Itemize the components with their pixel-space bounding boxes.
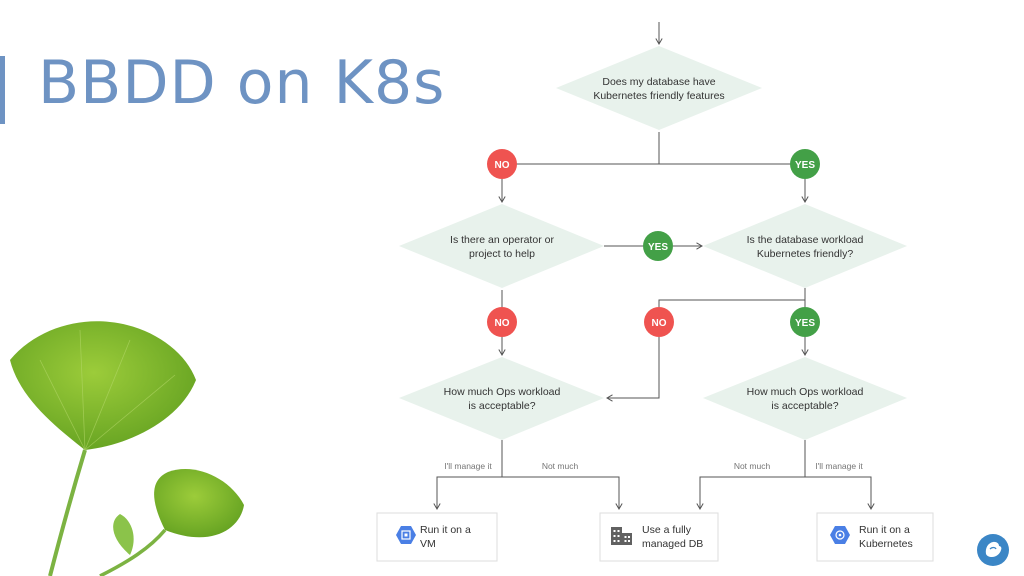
decision-q4-line2: is acceptable?	[468, 400, 535, 412]
decision-q2-line2: project to help	[469, 248, 535, 260]
answer-yes-3-label: YES	[795, 318, 815, 329]
building-icon	[611, 527, 632, 545]
compute-engine-icon	[396, 526, 416, 544]
edge-q5-branch-right	[805, 476, 875, 510]
decision-q2: Is there an operator or project to help	[399, 204, 604, 288]
answer-yes-1: YES	[790, 149, 820, 179]
result-vm-line1: Run it on a	[420, 524, 471, 536]
decision-q5-line1: How much Ops workload	[747, 386, 864, 398]
edge-q1-split	[502, 132, 660, 165]
answer-no-2-label: NO	[495, 318, 510, 329]
decision-q5-line2: is acceptable?	[771, 400, 838, 412]
answer-yes-3: YES	[790, 307, 820, 337]
decision-q3-line2: Kubernetes friendly?	[757, 248, 853, 260]
result-managed-line1: Use a fully	[642, 524, 692, 536]
answer-yes-1-label: YES	[795, 160, 815, 171]
edge-label-manage-left: I'll manage it	[444, 461, 492, 471]
brand-logo-icon	[977, 534, 1009, 566]
decision-q4: How much Ops workload is acceptable?	[399, 357, 604, 440]
answer-yes-2-label: YES	[648, 242, 668, 253]
leaf-stem-large	[48, 449, 87, 576]
edge-q4-branch	[433, 440, 503, 510]
answer-no-1: NO	[487, 149, 517, 179]
decision-q5: How much Ops workload is acceptable?	[703, 357, 907, 440]
leaf-large	[10, 321, 196, 450]
connectors	[433, 22, 875, 510]
decision-q1: Does my database have Kubernetes friendl…	[556, 46, 762, 130]
result-vm: Run it on a VM	[376, 512, 498, 562]
edge-q4-branch-right	[502, 476, 623, 510]
edge-no3-q4	[606, 337, 660, 402]
title-accent-bar	[0, 56, 5, 124]
decision-q3: Is the database workload Kubernetes frie…	[703, 204, 907, 288]
leaf-small	[154, 468, 244, 538]
result-managed-line2: managed DB	[642, 538, 703, 550]
decision-q2-line1: Is there an operator or	[450, 234, 554, 246]
result-k8s-line1: Run it on a	[859, 524, 910, 536]
result-k8s-line2: Kubernetes	[859, 538, 913, 550]
answer-yes-2: YES	[643, 231, 673, 261]
brand-logo-mark	[985, 541, 1002, 557]
decision-q1-line1: Does my database have	[602, 76, 715, 88]
answer-no-2: NO	[487, 307, 517, 337]
leaf-stem-small	[99, 528, 167, 576]
result-kubernetes: Run it on a Kubernetes	[816, 512, 934, 562]
decision-q1-line2: Kubernetes friendly features	[593, 90, 724, 102]
ginkgo-leaf-decoration	[10, 321, 244, 576]
edge-label-notmuch-right: Not much	[734, 461, 771, 471]
leaf-bud	[113, 514, 134, 555]
result-managed-db: Use a fully managed DB	[599, 512, 719, 562]
answer-no-3: NO	[644, 307, 674, 337]
decision-q4-line1: How much Ops workload	[444, 386, 561, 398]
answer-no-3-label: NO	[652, 318, 667, 329]
edge-label-manage-right: I'll manage it	[815, 461, 863, 471]
decision-q3-line1: Is the database workload	[747, 234, 864, 246]
edge-label-notmuch-left: Not much	[542, 461, 579, 471]
kubernetes-engine-icon	[830, 526, 850, 544]
edge-q5-branch	[696, 440, 806, 510]
edge-q3-split	[658, 288, 806, 307]
result-vm-line2: VM	[420, 538, 436, 550]
answer-no-1-label: NO	[495, 160, 510, 171]
slide-title: BBDD on K8s	[38, 48, 446, 118]
